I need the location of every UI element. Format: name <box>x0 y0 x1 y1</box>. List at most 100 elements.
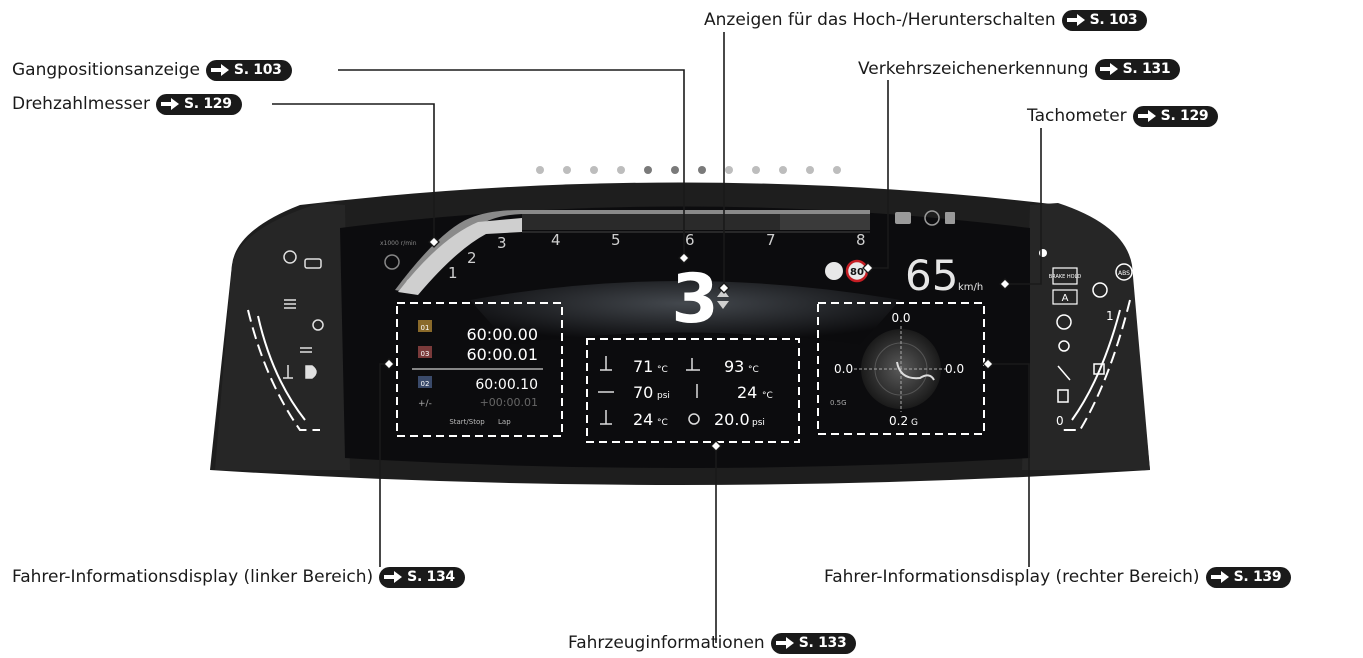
transmission-temp-icon <box>600 410 612 425</box>
speed-value: 65 <box>905 251 958 300</box>
right-gauge-max: 1 <box>1106 309 1114 323</box>
downshift-icon <box>717 301 729 309</box>
page-ref-schaltanzeigen[interactable]: S. 103 <box>1061 9 1148 31</box>
arrow-right-icon <box>1066 13 1086 27</box>
vi-unit-4: °C <box>762 391 773 401</box>
right-pod <box>1022 203 1150 470</box>
lap-time-3: 60:00.10 <box>475 377 538 393</box>
brake-hold-label: BRAKE HOLD <box>1049 274 1082 280</box>
vi-unit-1: °C <box>657 365 668 375</box>
abs-label: ABS <box>1118 270 1130 277</box>
left-side-gauge <box>247 309 320 431</box>
callout-verkehrszeichen: Verkehrszeichenerkennung S. 131 <box>858 57 1181 81</box>
auto-hold-label: A <box>1062 293 1069 304</box>
tach-tick-1: 1 <box>448 264 458 282</box>
vi-value-1: 71 <box>633 357 653 376</box>
vi-value-5: 24 <box>633 410 653 429</box>
callout-gangposition-text: Gangpositionsanzeige <box>12 60 200 80</box>
tach-tick-7: 7 <box>766 231 776 249</box>
right-gauge-min: 0 <box>1056 414 1064 428</box>
speed-limit-value: 80 <box>850 267 864 278</box>
coolant-temp-icon <box>600 356 612 371</box>
lap-diff-label: +/- <box>418 399 432 409</box>
leader-endpoints <box>383 236 1011 452</box>
no-overtaking-sign-icon <box>825 262 843 280</box>
tach-tick-5: 5 <box>611 231 621 249</box>
leader-fid-right <box>988 363 1030 567</box>
page-ref-fahrzeuginformationen[interactable]: S. 133 <box>770 632 857 654</box>
page-ref-gangposition[interactable]: S. 103 <box>205 59 292 81</box>
vehicle-info: 71 °C 93 °C 70 psi 24 °C 24 °C 20.0 psi <box>598 356 773 429</box>
lap-time-1: 60:00.00 <box>466 325 538 344</box>
vi-value-3: 70 <box>633 383 653 402</box>
leader-tacho <box>1005 128 1042 285</box>
callout-fahrzeuginformationen-text: Fahrzeuginformationen <box>568 633 765 653</box>
leader-gang <box>338 69 685 258</box>
gmeter-scale: 0.5G <box>830 399 847 407</box>
page-ref-fid-links[interactable]: S. 134 <box>379 566 465 588</box>
arrow-right-icon <box>775 636 795 650</box>
vi-value-2: 93 <box>724 357 744 376</box>
speed-unit: km/h <box>958 282 983 293</box>
vi-unit-3: psi <box>657 391 670 401</box>
gmeter-left: 0.0 <box>834 362 853 376</box>
page-ref-drehzahlmesser[interactable]: S. 129 <box>155 93 242 115</box>
tach-ticks: 0 1 2 3 4 5 6 7 8 <box>405 231 866 294</box>
abs-indicator <box>1115 263 1133 281</box>
auto-mode-icon <box>384 254 400 270</box>
callout-fahrzeuginformationen: Fahrzeuginformationen S. 133 <box>568 631 857 655</box>
g-meter: 0.0 0.0 0.0 0.5G 0.2 G <box>830 311 964 428</box>
page-ref-verkehrszeichen[interactable]: S. 131 <box>1094 58 1181 80</box>
fuel-icon <box>1057 389 1069 403</box>
low-beam-icon <box>305 365 317 379</box>
tach-tick-0: 0 <box>405 276 415 294</box>
boost-pressure-icon <box>688 413 700 425</box>
fid-left-highlight <box>396 302 563 437</box>
gmeter-right: 0.0 <box>945 362 964 376</box>
left-pod <box>215 203 350 470</box>
lap-diff: +00:00.01 <box>480 396 538 409</box>
page-ref-tachometer[interactable]: S. 129 <box>1132 105 1219 127</box>
callout-fid-rechts: Fahrer-Informationsdisplay (rechter Bere… <box>824 565 1292 589</box>
gmeter-bottom-unit: G <box>911 418 918 428</box>
tachometer-bar <box>395 210 870 295</box>
vi-unit-2: °C <box>748 365 759 375</box>
arrow-right-icon <box>160 97 180 111</box>
oil-temp-icon <box>686 358 700 371</box>
engine-warning-icon <box>304 258 322 269</box>
right-warning-icons <box>1056 282 1108 403</box>
vi-unit-5: °C <box>657 418 668 428</box>
callout-fid-links-text: Fahrer-Informationsdisplay (linker Berei… <box>12 567 374 587</box>
fid-right-highlight <box>817 302 985 435</box>
callout-verkehrszeichen-text: Verkehrszeichenerkennung <box>858 59 1089 79</box>
callout-drehzahlmesser-text: Drehzahlmesser <box>12 94 150 114</box>
tach-unit-label: x1000 r/min <box>380 240 417 247</box>
arrow-right-icon <box>1099 62 1119 76</box>
arrow-right-icon <box>383 570 403 584</box>
tach-tick-3: 3 <box>497 234 507 252</box>
auto-high-beam-icon <box>284 299 296 309</box>
lap-badge-1: 01 <box>421 324 430 332</box>
vi-value-6: 20.0 <box>714 410 750 429</box>
temp-warning-icon <box>283 365 293 379</box>
tpms-warning-icon <box>283 250 297 264</box>
lap-badge-3: 02 <box>421 380 430 388</box>
upshift-icon <box>717 289 729 297</box>
gear-position: 3 <box>671 260 718 339</box>
vi-value-4: 24 <box>737 383 757 402</box>
arrow-right-icon <box>1137 109 1157 123</box>
fuel-door-icon <box>1093 363 1105 375</box>
arrow-right-icon <box>1210 570 1230 584</box>
rear-fog-icon <box>300 347 312 353</box>
lap-footer: Start/Stop Lap <box>449 418 511 426</box>
page-ref-fid-rechts[interactable]: S. 139 <box>1205 566 1292 588</box>
brake-hold-indicator <box>1052 267 1078 285</box>
lap-badge-2: 03 <box>421 350 430 358</box>
tach-tick-2: 2 <box>467 249 477 267</box>
top-right-status-icons <box>895 210 955 226</box>
tach-tick-6: 6 <box>685 231 695 249</box>
vehicle-info-highlight <box>586 338 800 443</box>
front-fog-icon <box>312 319 324 331</box>
leader-lines <box>272 32 1042 643</box>
